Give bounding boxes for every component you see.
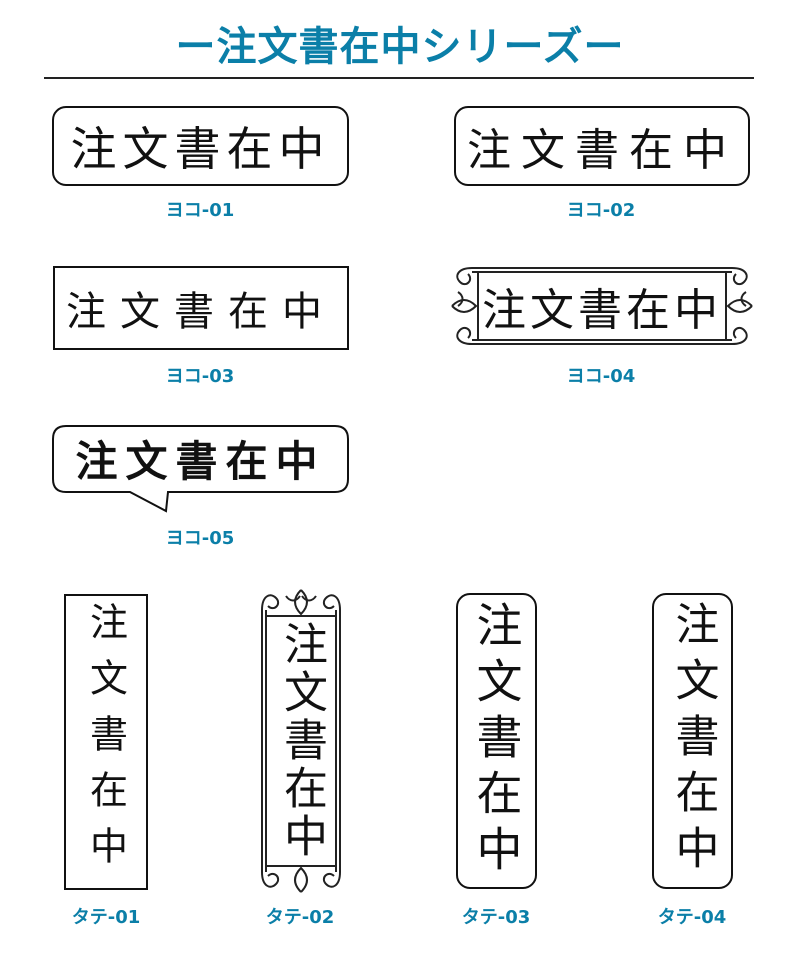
stamp-text: 注文書在中 [70,122,331,176]
stamp-yoko-02[interactable]: 注文書在中 [454,106,750,186]
stamp-yoko-04[interactable]: 注文書在中 [450,262,754,350]
stamp-tate-01[interactable]: 注文書在中 [64,594,148,890]
stamp-text: 注文書在中 [66,289,336,335]
stamp-text: 注文書在中 [482,285,722,336]
stamp-tate-02[interactable]: 注文書在中 [256,588,346,894]
stamp-label: タテ-01 [71,907,141,928]
title-divider [44,77,754,79]
stamp-tate-03[interactable]: 注文書在中 [456,593,537,889]
stamp-text: 注文書在中 [667,601,719,881]
stamp-yoko-05[interactable]: 注文書在中 [52,425,349,513]
stamp-yoko-03[interactable]: 注文書在中 [53,266,349,350]
stamp-text: 注文書在中 [75,437,326,486]
stamp-label: ヨコ-03 [165,366,235,387]
stamp-tate-04[interactable]: 注文書在中 [652,593,733,889]
page-title: ー注文書在中シリーズー [175,24,625,70]
stamp-label: ヨコ-02 [566,200,636,221]
stamp-text: 注文書在中 [276,621,327,861]
stamp-yoko-01[interactable]: 注文書在中 [52,106,349,186]
stamp-label: タテ-02 [265,907,335,928]
ornamental-frame-icon [261,589,341,893]
stamp-label: タテ-04 [657,907,727,928]
speech-bubble-icon [52,425,349,513]
ornamental-frame-icon [451,267,753,345]
stamp-label: タテ-03 [461,907,531,928]
stamp-text: 注文書在中 [467,125,737,176]
stamp-text: 注文書在中 [83,602,128,882]
stamp-text: 注文書在中 [469,601,524,881]
stamp-label: ヨコ-04 [566,366,636,387]
stamp-label: ヨコ-01 [165,200,235,221]
stamp-label: ヨコ-05 [165,528,235,549]
